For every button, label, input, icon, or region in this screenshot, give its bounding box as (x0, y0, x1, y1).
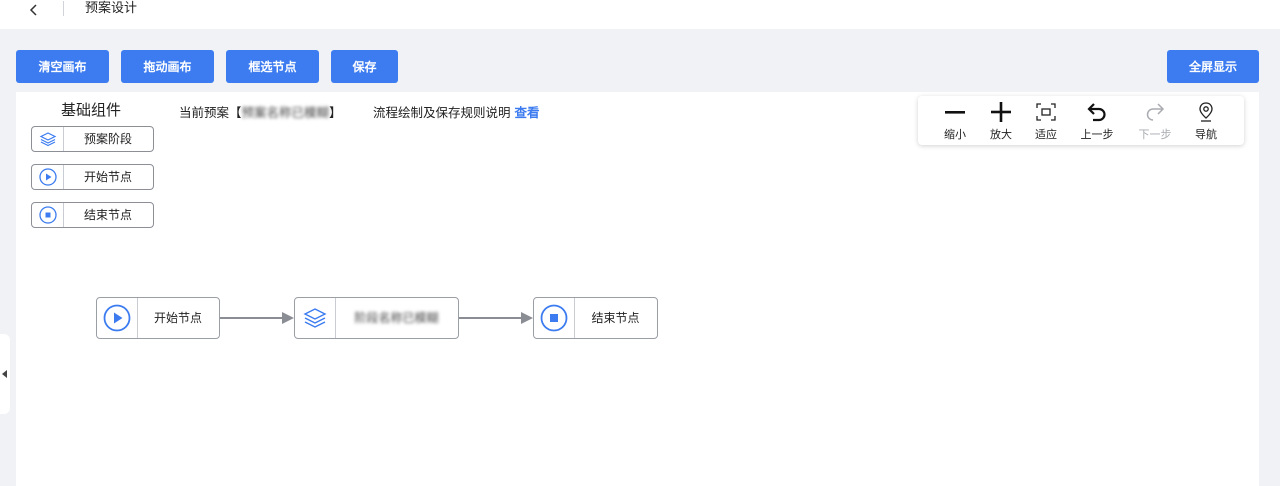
drag-canvas-button[interactable]: 拖动画布 (121, 50, 214, 83)
flow-node-start[interactable]: 开始节点 (96, 297, 220, 339)
current-plan-name: 预案名称已模糊 (241, 105, 330, 120)
component-label: 开始节点 (83, 170, 132, 184)
zoom-in-tool[interactable]: 放大 (978, 96, 1024, 145)
layers-icon (303, 308, 327, 328)
layers-icon (39, 132, 56, 147)
flow-node-label: 开始节点 (153, 311, 202, 325)
rules-description: 流程绘制及保存规则说明 查看 (373, 105, 540, 120)
component-stage[interactable]: 预案阶段 (31, 126, 154, 152)
clear-canvas-button[interactable]: 清空画布 (16, 50, 109, 83)
navigation-tool[interactable]: 导航 (1183, 96, 1229, 145)
flow-node-label: 结束节点 (591, 311, 640, 325)
flow-node-end[interactable]: 结束节点 (533, 297, 658, 339)
stop-circle-icon (540, 304, 568, 332)
fit-tool[interactable]: 适应 (1023, 96, 1069, 145)
undo-icon (1087, 103, 1106, 122)
play-circle-icon (38, 168, 57, 186)
component-panel-title: 基础组件 (61, 101, 122, 119)
undo-tool[interactable]: 上一步 (1074, 96, 1120, 145)
fit-screen-icon (1036, 103, 1056, 121)
stop-circle-icon (38, 206, 57, 224)
component-end[interactable]: 结束节点 (31, 202, 154, 228)
minus-icon (945, 111, 965, 114)
caret-left-icon (2, 370, 7, 378)
flow-node-stage[interactable]: 阶段名称已模糊 (294, 297, 459, 339)
redo-tool[interactable]: 下一步 (1132, 96, 1178, 145)
fullscreen-button[interactable]: 全屏显示 (1167, 50, 1259, 83)
current-plan-label: 当前预案【预案名称已模糊】 (179, 102, 342, 121)
location-pin-icon (1199, 102, 1213, 122)
chevron-left-icon (29, 4, 37, 16)
design-canvas[interactable] (16, 92, 1259, 486)
save-button[interactable]: 保存 (331, 50, 398, 83)
back-button[interactable] (24, 0, 44, 20)
box-select-button[interactable]: 框选节点 (226, 50, 319, 83)
play-circle-icon (103, 304, 131, 332)
component-start[interactable]: 开始节点 (31, 164, 154, 190)
header-divider (63, 1, 64, 16)
page-title: 预案设计 (85, 1, 138, 16)
page-header: 预案设计 (0, 0, 1280, 29)
zoom-out-tool[interactable]: 缩小 (932, 96, 978, 145)
component-label: 结束节点 (83, 208, 132, 222)
zoom-toolbar: 缩小 放大 适应 上一步 (918, 96, 1244, 145)
view-rules-link[interactable]: 查看 (514, 105, 540, 120)
redo-icon (1146, 103, 1165, 121)
component-label: 预案阶段 (83, 132, 132, 146)
flow-node-label: 阶段名称已模糊 (354, 311, 439, 325)
plus-icon (991, 102, 1011, 122)
sidebar-collapse-handle[interactable] (0, 334, 10, 414)
